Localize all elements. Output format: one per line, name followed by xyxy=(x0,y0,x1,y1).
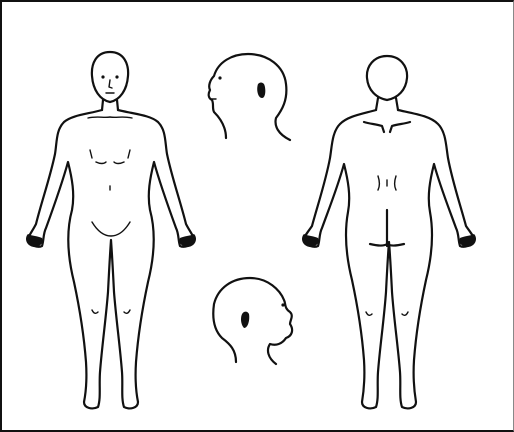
head-profile-bottom xyxy=(213,278,292,364)
front-body-outline xyxy=(28,110,194,408)
front-collarbone xyxy=(88,117,132,118)
top-eye xyxy=(218,76,221,79)
back-body-figure xyxy=(302,56,476,408)
front-eye-right xyxy=(115,75,118,78)
bottom-head-outline xyxy=(213,278,292,364)
front-groin xyxy=(92,222,130,236)
back-lumbar-marks xyxy=(378,176,396,190)
top-head-outline xyxy=(209,54,290,140)
back-hand-left xyxy=(302,234,319,247)
front-head xyxy=(92,52,128,102)
back-buttocks-line xyxy=(370,210,404,246)
front-eye-left xyxy=(101,75,104,78)
head-profile-top xyxy=(209,54,290,140)
front-nose xyxy=(109,80,112,88)
back-knees xyxy=(366,312,408,315)
bottom-ear xyxy=(241,312,249,328)
back-hand-right xyxy=(459,234,476,247)
back-shoulder-marks xyxy=(364,122,410,132)
front-chest-marks xyxy=(90,150,130,164)
bottom-eye xyxy=(281,303,284,306)
back-body-outline xyxy=(304,110,474,408)
front-hand-right xyxy=(179,234,196,247)
back-head xyxy=(367,56,407,100)
top-ear xyxy=(257,83,265,99)
front-knees xyxy=(92,310,130,313)
front-body-figure xyxy=(26,52,196,408)
front-hand-left xyxy=(26,234,43,247)
